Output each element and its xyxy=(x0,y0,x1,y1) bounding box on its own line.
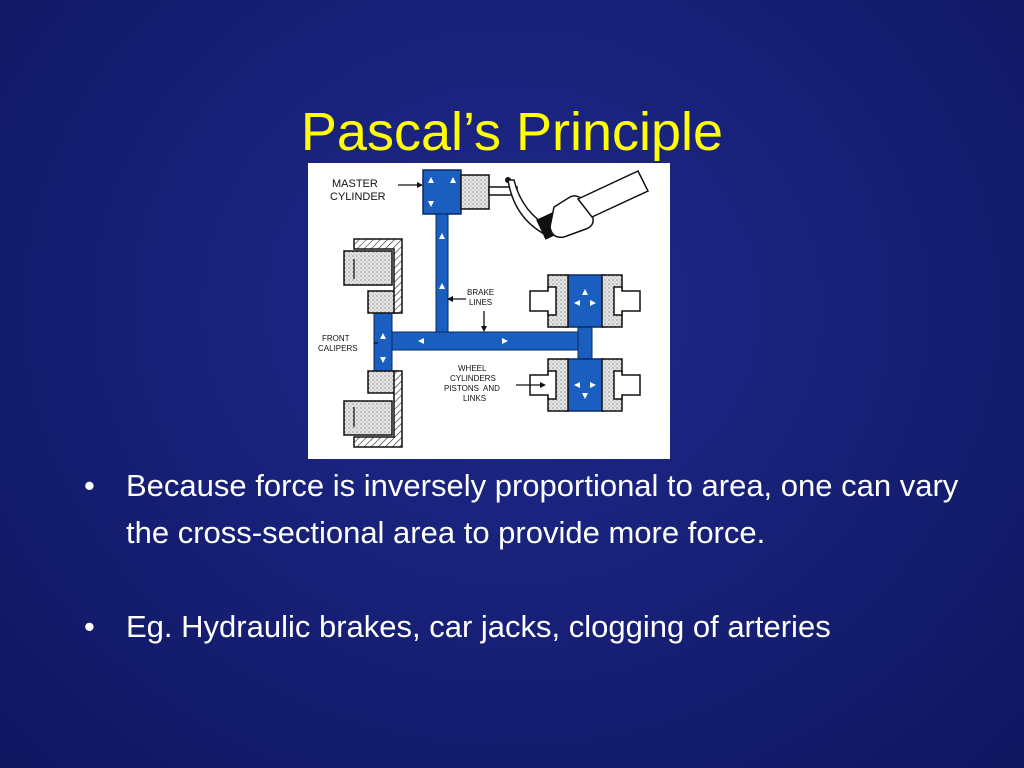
pressure-arrows xyxy=(380,177,596,399)
label-front-calipers-1: FRONT xyxy=(322,334,350,343)
bullet-text-1: Because force is inversely proportional … xyxy=(126,468,959,550)
label-wheel-cylinders-2: CYLINDERS xyxy=(450,374,496,383)
foot-shoe xyxy=(549,195,594,239)
label-wheel-cylinders-1: WHEEL xyxy=(458,364,487,373)
master-cylinder-fluid xyxy=(422,169,462,215)
label-pointers xyxy=(374,182,546,388)
wheel-cylinder-lower xyxy=(565,358,605,412)
brake-line-horizontal xyxy=(381,331,581,351)
label-wheel-cylinders-3: PISTONS AND xyxy=(444,384,500,393)
label-master-cylinder-1: MASTER xyxy=(332,178,378,190)
label-brake-lines-2: LINES xyxy=(469,298,492,307)
hydraulic-brake-diagram: MASTER CYLINDER BRAKE LINES FRONT CALIPE… xyxy=(308,163,670,459)
label-front-calipers-2: CALIPERS xyxy=(318,344,358,353)
bullet-item-2: • Eg. Hydraulic brakes, car jacks, clogg… xyxy=(84,603,964,650)
brake-system-illustration: MASTER CYLINDER BRAKE LINES FRONT CALIPE… xyxy=(318,169,650,448)
bullet-item-1: • Because force is inversely proportiona… xyxy=(84,462,964,556)
front-caliper-housing-top xyxy=(353,238,403,314)
bullet-marker: • xyxy=(84,609,95,644)
front-hub-bottom xyxy=(343,400,393,436)
label-wheel-cylinders-4: LINKS xyxy=(463,394,486,403)
front-caliper-housing-bottom xyxy=(353,370,403,448)
bullet-marker: • xyxy=(84,468,95,503)
wheel-cylinder-lower-link-right xyxy=(613,370,641,400)
master-cylinder-piston xyxy=(460,174,490,210)
bullet-text-2: Eg. Hydraulic brakes, car jacks, cloggin… xyxy=(126,609,831,644)
label-brake-lines-1: BRAKE xyxy=(467,288,494,297)
bullet-list: • Because force is inversely proportiona… xyxy=(84,462,964,650)
wheel-cylinder-upper-link-right xyxy=(613,286,641,316)
front-hub-top xyxy=(343,250,393,286)
brake-line-vertical xyxy=(435,213,449,337)
slide-title: Pascal’s Principle xyxy=(300,102,724,162)
wheel-cylinder-upper-link-left xyxy=(529,286,557,316)
wheel-cylinder-upper xyxy=(565,274,605,328)
label-master-cylinder-2: CYLINDER xyxy=(330,191,386,203)
leg xyxy=(576,170,650,218)
